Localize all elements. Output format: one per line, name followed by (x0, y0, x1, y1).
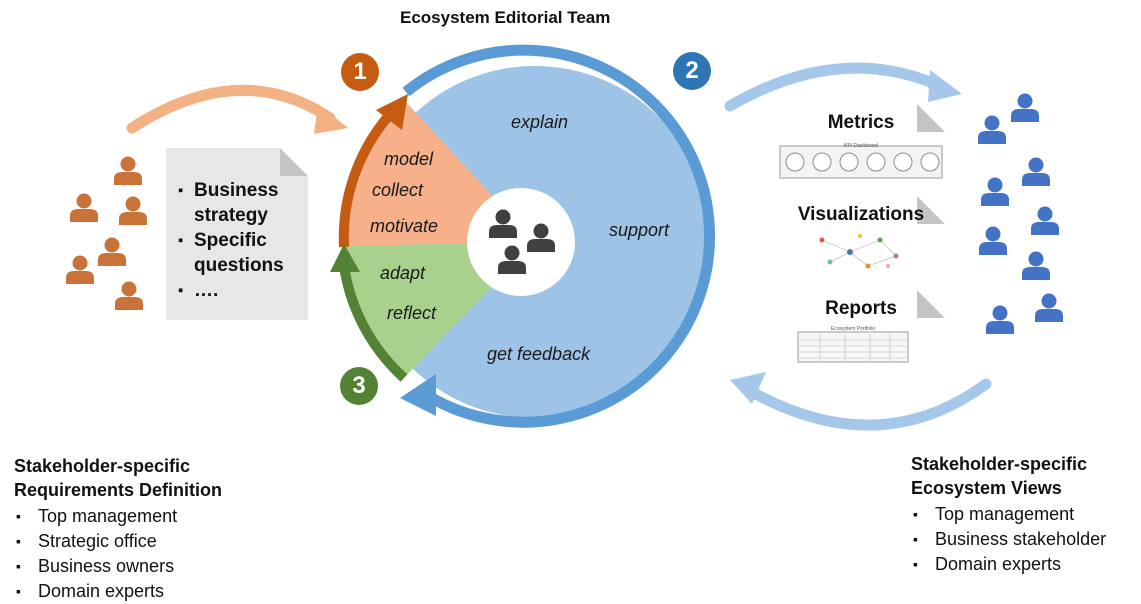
step-badge-2: 2 (673, 52, 711, 90)
stakeholder-list-item: Top management (911, 502, 1106, 527)
stakeholder-list-item: Top management (14, 504, 222, 529)
metrics-thumbnail (779, 145, 943, 179)
feedback-arrow-head (730, 372, 766, 404)
stakeholder-list: Top management Business stakeholder Doma… (911, 502, 1106, 577)
metrics-thumb-label: KPI Dashboard (844, 143, 878, 149)
requirement-stakeholders-icon (66, 156, 147, 310)
stakeholder-list-item: Domain experts (911, 552, 1106, 577)
stakeholder-list: Top management Strategic office Business… (14, 504, 222, 604)
phase-3-arc (339, 265, 408, 382)
cycle-outer-arc-head (400, 374, 436, 416)
metrics-view-card: Metrics (777, 104, 945, 186)
step-badge-3: 3 (340, 367, 378, 405)
team-circle (467, 188, 575, 296)
step-badge-1: 1 (341, 53, 379, 91)
panel-heading: Stakeholder-specific (911, 454, 1088, 474)
requirements-list-item: Business strategy (178, 178, 308, 228)
stakeholder-list-item: Business owners (14, 554, 222, 579)
ecosystem-views-panel: Stakeholder-specific Ecosystem Views Top… (911, 452, 1106, 577)
stakeholder-list-item: Domain experts (14, 579, 222, 604)
requirements-list: Business strategy Specific questions …. (178, 178, 308, 303)
visualizations-view-title: Visualizations (797, 204, 925, 225)
requirements-definition-panel: Stakeholder-specific Requirements Defini… (14, 454, 222, 604)
feedback-arrow (746, 378, 992, 431)
requirements-list-item: …. (178, 278, 308, 303)
document-fold (917, 196, 945, 224)
visualizations-thumbnail (814, 230, 904, 272)
reports-thumbnail (797, 331, 909, 363)
output-arrow (724, 62, 946, 112)
input-arrow-head (314, 104, 348, 134)
phase-1-arc-head (376, 94, 408, 130)
label-reflect: reflect (387, 303, 437, 323)
view-stakeholders-icon (978, 93, 1063, 334)
visualizations-view-card: Visualizations (777, 196, 945, 278)
label-motivate: motivate (370, 216, 439, 236)
stakeholder-list-item: Business stakeholder (911, 527, 1106, 552)
label-support: support (609, 220, 670, 240)
requirements-list-item: Specific questions (178, 228, 308, 278)
reports-thumb-label: Ecosystem Portfolio (830, 326, 876, 332)
panel-heading: Requirements Definition (14, 480, 223, 500)
document-fold (280, 148, 308, 176)
phase-1-arc (338, 108, 396, 248)
diagram-title: Ecosystem Editorial Team (400, 8, 611, 27)
label-collect: collect (372, 180, 424, 200)
panel-heading: Ecosystem Views (911, 478, 1062, 498)
label-adapt: adapt (380, 263, 426, 283)
metrics-view-title: Metrics (827, 112, 895, 133)
document-fold (917, 290, 945, 318)
document-fold (917, 104, 945, 132)
cycle-outer-arc (402, 44, 715, 428)
stakeholder-list-item: Strategic office (14, 529, 222, 554)
label-get-feedback: get feedback (487, 344, 591, 364)
phase-3-arc-head (330, 244, 360, 272)
output-arrow-head (928, 70, 962, 102)
reports-view-title: Reports (825, 298, 897, 319)
label-model: model (384, 149, 434, 169)
reports-view-card: Reports (777, 290, 945, 372)
requirements-document: Business strategy Specific questions …. (166, 148, 308, 320)
panel-heading: Stakeholder-specific (14, 456, 191, 476)
input-arrow (126, 84, 336, 134)
label-explain: explain (511, 112, 569, 132)
